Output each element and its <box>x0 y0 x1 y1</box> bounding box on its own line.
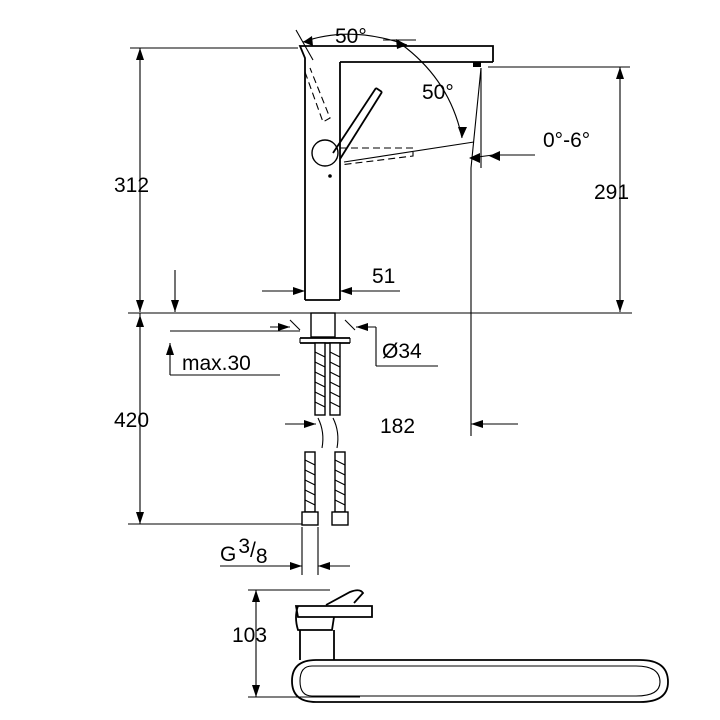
height-dimensions <box>130 47 630 312</box>
angle-arcs <box>295 29 535 169</box>
projection-dimension <box>470 168 518 436</box>
width-dimension <box>262 280 400 300</box>
thread-dimension <box>220 527 350 575</box>
thread-label: G3/8 <box>220 535 268 568</box>
spout-tilt-label: 0°-6° <box>543 129 590 152</box>
mounting-shank <box>166 312 438 376</box>
hose-length-label: 420 <box>114 409 149 432</box>
thread-prefix: G <box>220 543 236 566</box>
lever-range-dashed <box>304 67 414 178</box>
handle-side-view <box>248 589 669 703</box>
hose-length-dimension <box>128 313 316 525</box>
height-spout-label: 291 <box>594 181 629 204</box>
hole-diameter-label: Ø34 <box>382 340 422 363</box>
body-width-label: 51 <box>372 265 395 288</box>
height-total-label: 312 <box>114 174 149 197</box>
thread-numerator: 3 <box>238 535 250 558</box>
angle-side-label: 50° <box>422 81 454 104</box>
projection-label: 182 <box>380 415 415 438</box>
hose-left <box>301 342 326 526</box>
handle-height-label: 103 <box>232 624 267 647</box>
angle-top-label: 50° <box>335 25 367 48</box>
hose-right <box>329 342 349 526</box>
faucet-body <box>298 45 494 301</box>
max-thickness-label: max.30 <box>182 352 251 375</box>
thread-denominator: 8 <box>256 545 268 568</box>
thread-slash: / <box>250 539 256 562</box>
hoses <box>301 342 349 526</box>
